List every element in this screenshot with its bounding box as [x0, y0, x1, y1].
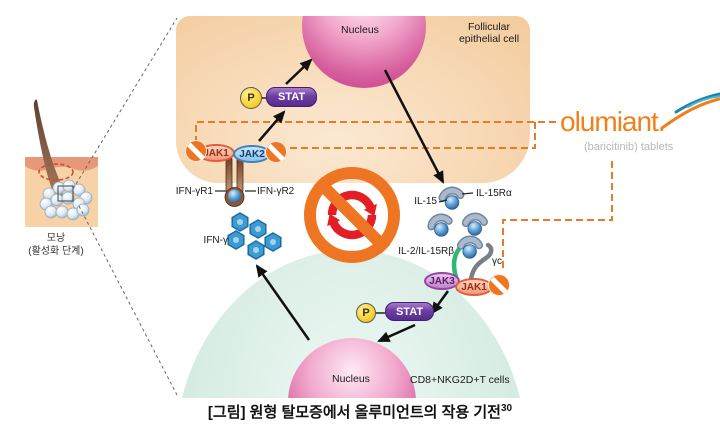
il15ra-label: IL-15Rα [476, 188, 512, 199]
olumiant-swoosh-icon [660, 92, 720, 130]
zoom-connector-top [72, 17, 178, 190]
ifngr1-label: IFN-γR1 [175, 186, 213, 197]
zoom-connector-bottom [78, 205, 178, 396]
follicle-inset-art [25, 17, 178, 396]
il15-molecules [430, 191, 484, 238]
signal-arrows [255, 58, 450, 343]
caption-reference-number: 30 [500, 403, 513, 414]
il15-label: IL-15 [414, 196, 437, 207]
inhibit-icon-jak2-top [265, 141, 287, 163]
ifng-receptor [215, 156, 256, 207]
diagram-clip [175, 250, 527, 398]
figure-caption: [그림] 원형 탈모증에서 올루미언트의 작용 기전30 [207, 403, 513, 421]
immune-cell-cluster [39, 179, 93, 221]
inhibit-icon-jak1-bottom [488, 274, 510, 296]
bottom-nucleus-label: Nucleus [332, 373, 370, 385]
follicle-label-line2: (활성화 단계) [28, 246, 84, 257]
gamma-c-label: γc [492, 256, 502, 267]
follicle-label-line1: 모낭 [46, 233, 66, 244]
il2-il15rb-label: IL-2/IL-15Rβ [398, 246, 454, 257]
top-nucleus-label: Nucleus [341, 24, 379, 36]
phosphate-top: P [240, 87, 262, 109]
ifng-molecules [227, 212, 282, 260]
olumiant-logo-subtitle: (baricitinib) tablets [584, 141, 674, 153]
ifngr2-label: IFN-γR2 [257, 186, 295, 197]
hair-shaft [33, 99, 63, 200]
olumiant-inhibition-connectors [195, 121, 613, 269]
inhibit-icon-jak1-top [185, 140, 207, 162]
olumiant-logo-text: olumiant. [560, 106, 666, 137]
jak1-bottom-pill: JAK1 [455, 278, 493, 296]
phosphate-bottom: P [356, 303, 376, 323]
stat-bottom: STAT [385, 302, 434, 321]
stat-top: STAT [266, 87, 317, 107]
jak2-pill: JAK2 [233, 145, 271, 163]
top-cell-name: Follicular epithelial cell [458, 21, 520, 45]
ifng-label: IFN-γ [203, 235, 228, 246]
zoom-source-box [57, 185, 74, 202]
jak3-pill: JAK3 [424, 272, 460, 290]
blocked-cycle-icon [304, 167, 400, 263]
inflammation-dashed-ellipse [38, 163, 74, 181]
t-cell-name: CD8+NKG2D+T cells [410, 374, 510, 386]
il15-receptor-chains [451, 238, 494, 282]
